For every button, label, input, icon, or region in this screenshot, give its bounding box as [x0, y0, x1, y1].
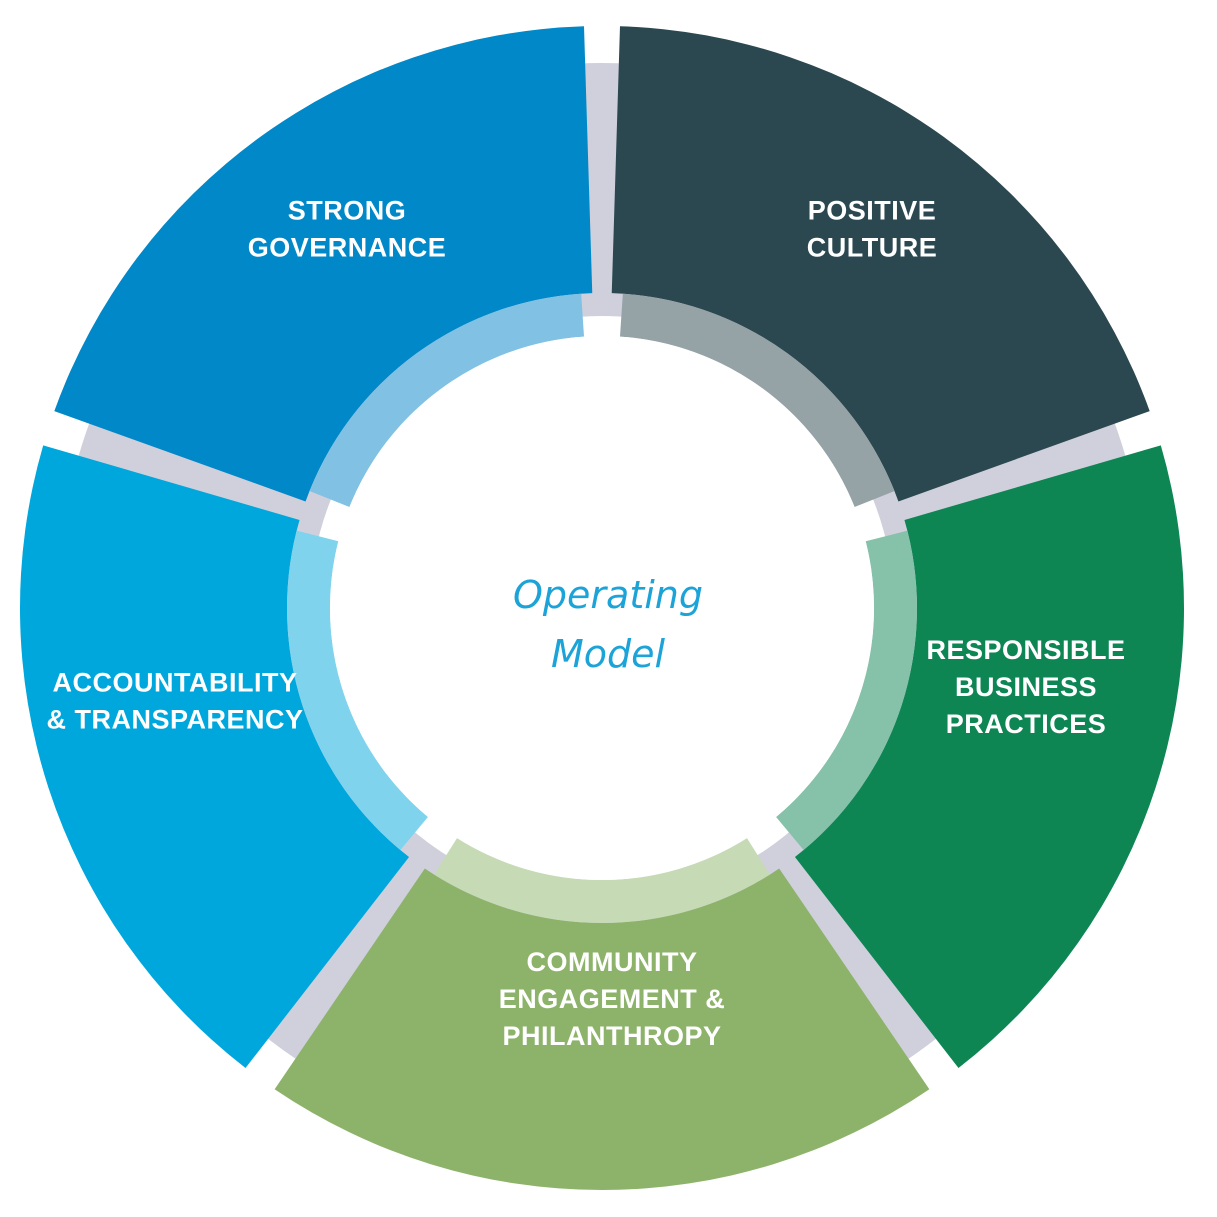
label-responsible-business-practices-line-1: RESPONSIBLE [926, 635, 1125, 665]
label-responsible-business-practices-line-2: BUSINESS [955, 672, 1097, 702]
segment-community-engagement-philanthropy [794, 445, 1185, 1069]
label-community-engagement-philanthropy-line-2: ENGAGEMENT & [499, 984, 726, 1014]
segment-positive-culture [54, 26, 593, 502]
segment-strong-governance [19, 445, 410, 1069]
label-positive-culture-line-1: POSITIVE [808, 196, 937, 226]
center-label-line-1: Operating [513, 573, 703, 617]
segment-accountability-transparency [274, 868, 930, 1191]
inner-ring-responsible-business-practices [619, 293, 895, 508]
inner-rings-group [287, 293, 917, 923]
label-responsible-business-practices-line-3: PRACTICES [946, 709, 1107, 739]
inner-ring-community-engagement-philanthropy [776, 530, 917, 851]
segment-labels: POSITIVE CULTURE RESPONSIBLE BUSINESS PRACTI… [46, 196, 1125, 1052]
inner-ring-strong-governance [287, 530, 428, 851]
label-accountability-transparency-line-2: & TRANSPARENCY [46, 705, 303, 735]
label-community-engagement-philanthropy-line-3: PHILANTHROPY [502, 1021, 721, 1051]
label-strong-governance-line-2: GOVERNANCE [248, 233, 447, 263]
label-strong-governance-line-1: STRONG [288, 196, 407, 226]
segments-group [19, 26, 1185, 1191]
center-label-line-2: Model [551, 632, 666, 676]
inner-ring-positive-culture [309, 293, 585, 508]
inner-ring-accountability-transparency [434, 838, 770, 923]
label-accountability-transparency-line-1: ACCOUNTABILITY [53, 668, 298, 698]
label-positive-culture-line-2: CULTURE [807, 233, 937, 263]
center-hub [330, 336, 874, 880]
label-community-engagement-philanthropy-line-1: COMMUNITY [527, 947, 698, 977]
segment-responsible-business-practices [611, 26, 1150, 502]
